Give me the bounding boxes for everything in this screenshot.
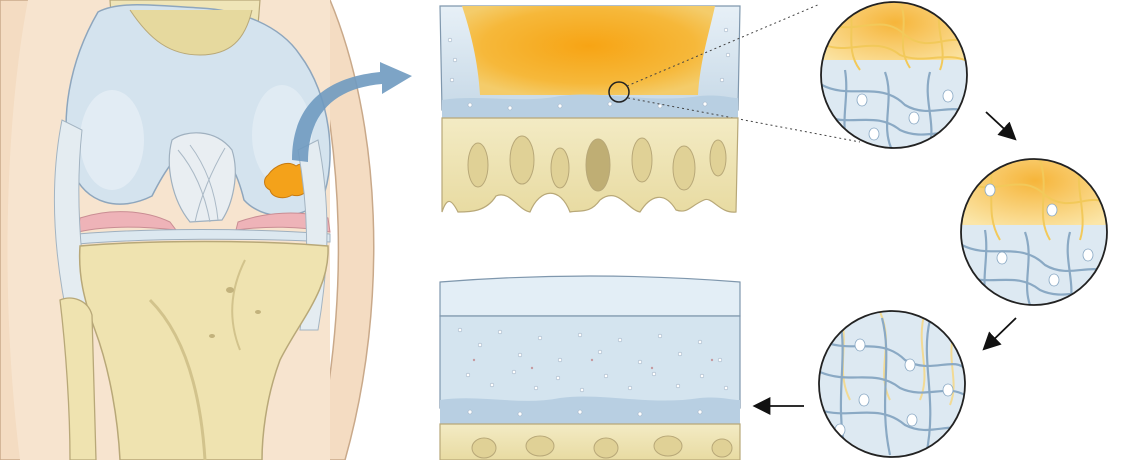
- circle-1-to-circle-2-arrow: [986, 112, 1014, 138]
- defect-cross-section: [440, 4, 860, 212]
- integrated-matrix-stage: [818, 310, 968, 460]
- repaired-cartilage-section: [440, 276, 740, 460]
- knee-joint: [0, 0, 412, 460]
- defect-lesion: [462, 6, 715, 95]
- magnified-defect-interface: [820, 0, 970, 150]
- matrix-filling-stage: [960, 158, 1110, 310]
- circle-2-to-circle-3-arrow: [985, 318, 1016, 348]
